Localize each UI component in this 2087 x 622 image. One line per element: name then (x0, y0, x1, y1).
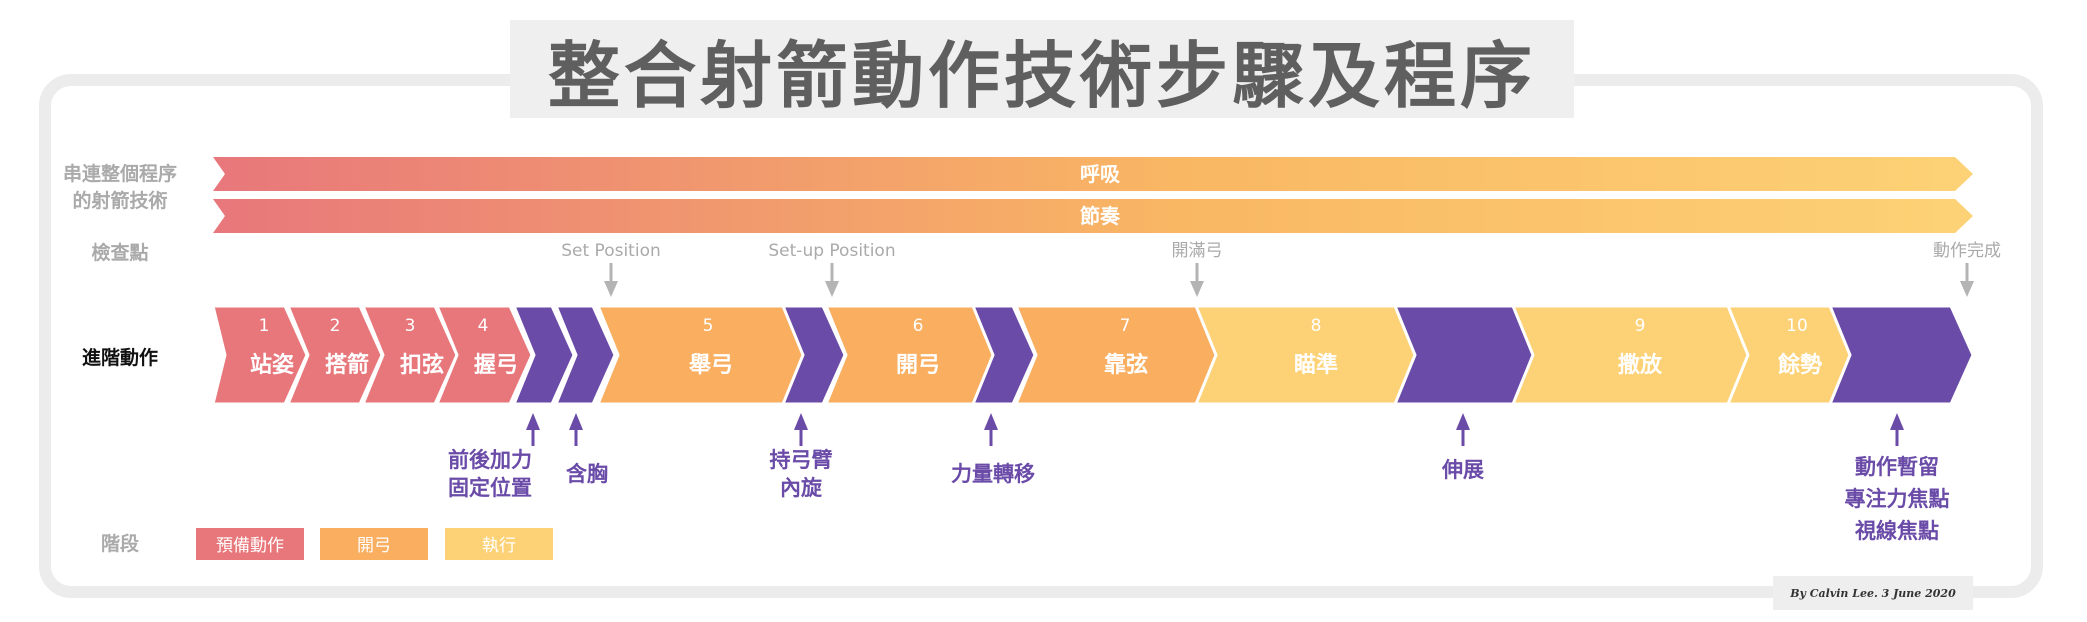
advanced-action-label: 伸展 (1441, 458, 1484, 482)
advanced-action-label: 前後加力 (448, 448, 532, 472)
step-number: 4 (478, 316, 489, 336)
up-arrow-icon (1456, 413, 1470, 430)
step-number: 9 (1635, 316, 1646, 336)
step-chevron (434, 304, 534, 406)
step-number: 1 (259, 316, 270, 336)
advanced-action-force: 前後加力 固定位置 (448, 413, 540, 500)
step-chevrons (211, 304, 1975, 406)
down-arrow-icon (604, 281, 618, 297)
credit-box: By Calvin Lee. 3 June 2020 (1773, 576, 1973, 610)
checkpoint-complete: 動作完成 (1933, 241, 2001, 297)
phase-swatch-execute (445, 528, 553, 560)
step-label: 瞄準 (1294, 352, 1338, 378)
advanced-chevron (511, 304, 576, 406)
advanced-action-label: 專注力焦點 (1845, 487, 1950, 511)
band-breathing (213, 157, 1973, 191)
advanced-action-label: 持弓臂 (770, 448, 833, 472)
phase-legend: 預備動作 開弓 執行 (196, 528, 553, 560)
step-label: 開弓 (896, 353, 940, 378)
up-arrow-icon (794, 413, 808, 430)
up-arrow-icon (569, 413, 583, 430)
step-label: 搭箭 (325, 352, 369, 378)
step-number: 10 (1786, 316, 1808, 336)
step-number: 8 (1311, 316, 1322, 336)
checkpoint-setup-position: Set-up Position (768, 241, 896, 297)
step-label: 扣弦 (400, 352, 444, 378)
checkpoint-label: 動作完成 (1933, 241, 2001, 261)
step-number: 6 (913, 316, 924, 336)
advanced-action-label: 力量轉移 (951, 462, 1035, 486)
step-label: 站姿 (250, 352, 294, 378)
step-label: 撒放 (1618, 352, 1663, 378)
up-arrow-icon (984, 413, 998, 430)
row-label-advanced: 進階動作 (82, 346, 158, 369)
checkpoint-full-draw: 開滿弓 (1172, 241, 1223, 297)
band-rhythm-label: 節奏 (1080, 204, 1121, 228)
down-arrow-icon (825, 281, 839, 297)
advanced-action-label: 動作暫留 (1855, 455, 1939, 479)
step-chevron (211, 304, 309, 406)
step-chevron (360, 304, 459, 406)
band-breathing-label: 呼吸 (1080, 162, 1121, 186)
down-arrow-icon (1960, 281, 1974, 297)
title-banner: 整合射箭動作技術步驟及程序 (510, 20, 1574, 118)
advanced-action-label: 含胸 (566, 462, 608, 486)
phase-label: 執行 (482, 536, 516, 556)
advanced-action-label: 固定位置 (448, 476, 532, 500)
step-chevron (285, 304, 384, 406)
step-label: 餘勢 (1778, 352, 1822, 378)
step-number: 5 (703, 316, 714, 336)
advanced-chevron (553, 304, 617, 406)
advanced-action-bow-arm: 持弓臂 內旋 (770, 413, 833, 500)
advanced-action-label: 內旋 (780, 476, 823, 500)
step-labels: 1 站姿 2 搭箭 3 扣弦 4 握弓 5 舉弓 6 開弓 7 靠弦 8 瞄準 … (250, 316, 1822, 378)
page-title: 整合射箭動作技術步驟及程序 (547, 33, 1536, 118)
checkpoint-label: 開滿弓 (1172, 241, 1223, 261)
step-label: 握弓 (474, 353, 518, 378)
up-arrow-icon (526, 413, 540, 430)
down-arrow-icon (1190, 281, 1204, 297)
row-label-checkpoint: 檢查點 (91, 241, 148, 264)
checkpoint-label: Set Position (561, 241, 661, 261)
phase-label: 預備動作 (216, 536, 284, 556)
checkpoint-set-position: Set Position (561, 241, 661, 297)
band-rhythm (213, 199, 1973, 233)
advanced-action-transfer: 力量轉移 (951, 413, 1035, 486)
advanced-action-chest: 含胸 (566, 413, 608, 486)
step-label: 舉弓 (689, 352, 733, 378)
phase-label: 開弓 (357, 536, 391, 556)
credit-text: By Calvin Lee. 3 June 2020 (1790, 586, 1956, 600)
phase-swatch-prepare (196, 528, 304, 560)
advanced-action-extend: 伸展 (1441, 413, 1484, 482)
phase-swatch-draw (320, 528, 428, 560)
step-number: 2 (330, 316, 341, 336)
row-label-phase: 階段 (101, 532, 140, 555)
advanced-chevron (970, 304, 1037, 406)
advanced-action-hold: 動作暫留 專注力焦點 視線焦點 (1845, 413, 1950, 543)
row-label-continuous-line2: 的射箭技術 (72, 189, 167, 212)
checkpoint-label: Set-up Position (768, 241, 895, 261)
advanced-chevron (780, 304, 847, 406)
step-label: 靠弦 (1104, 352, 1148, 378)
step-number: 3 (405, 316, 416, 336)
advanced-chevron (1827, 304, 1975, 406)
advanced-action-label: 視線焦點 (1854, 519, 1939, 543)
row-label-continuous-line1: 串連整個程序 (63, 162, 177, 185)
step-number: 7 (1120, 316, 1131, 336)
up-arrow-icon (1890, 413, 1904, 430)
